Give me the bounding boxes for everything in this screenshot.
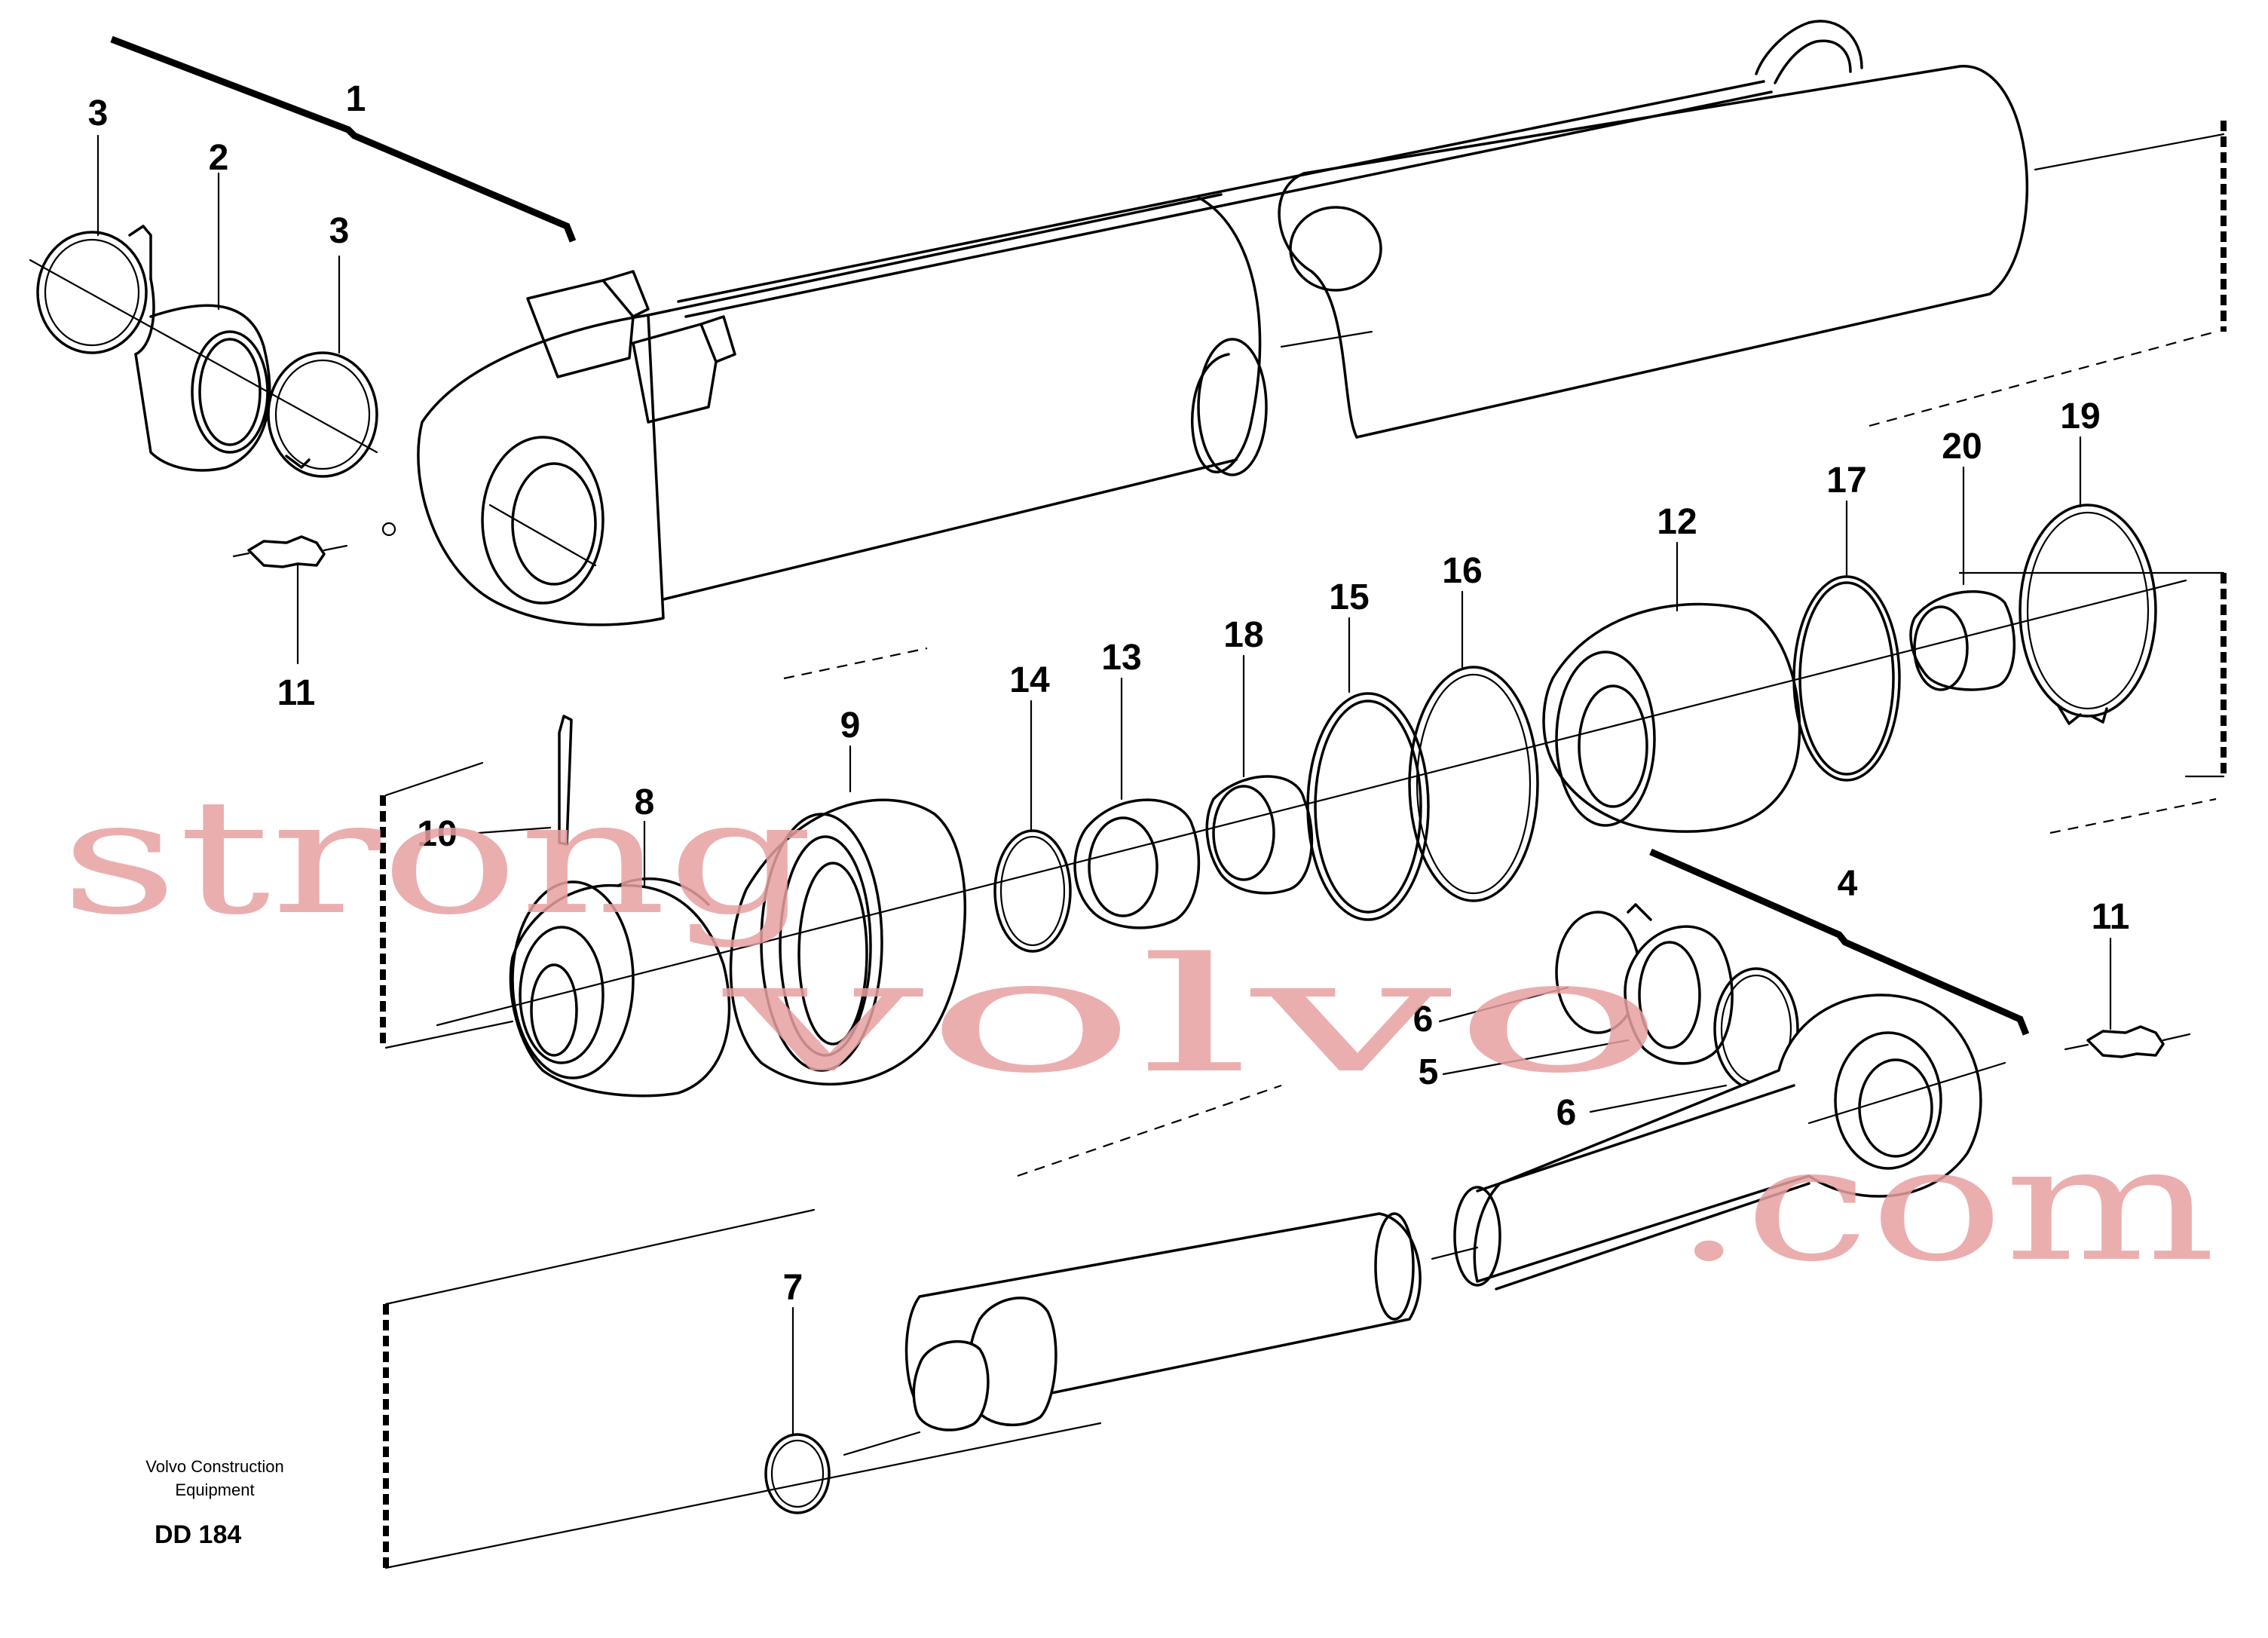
o-ring-7 (764, 1433, 831, 1514)
callout-5: 5 (1419, 1052, 1439, 1092)
piston-nut-8 (509, 883, 731, 1098)
callout-4: 4 (1838, 864, 1858, 904)
circlip-19 (2019, 504, 2157, 718)
watermark-part-2: volvo (722, 923, 1666, 1108)
leader-lines (96, 134, 2112, 1435)
watermark-part-1: strong (60, 765, 814, 950)
ring-14 (993, 829, 1072, 953)
callout-3b: 3 (329, 211, 350, 251)
callout-15: 15 (1329, 577, 1369, 617)
grease-nipple-right (2064, 1025, 2191, 1058)
circlip-3a (36, 231, 148, 354)
callout-9: 9 (840, 706, 861, 746)
callout-14: 14 (1009, 660, 1050, 700)
wiper-20 (1909, 590, 2016, 691)
callout-6b: 6 (1556, 1093, 1577, 1133)
callout-3a: 3 (88, 93, 109, 133)
grease-nipple-left (232, 535, 348, 568)
callout-13: 13 (1101, 638, 1141, 678)
callout-7: 7 (783, 1268, 803, 1308)
callout-19: 19 (2060, 396, 2100, 436)
callout-8: 8 (635, 782, 655, 822)
group-brackets (110, 35, 2030, 1036)
bushing-set-left (29, 225, 378, 478)
section-frames (380, 121, 2227, 1569)
o-ring-17 (1792, 575, 1901, 782)
callout-1: 1 (346, 79, 366, 119)
circlip-3b (267, 351, 378, 478)
bracket-4 (1649, 848, 2030, 1036)
seal-18 (1205, 775, 1314, 895)
callout-10: 10 (417, 814, 457, 854)
o-ring-15 (1306, 692, 1430, 921)
callout-11b: 11 (2092, 897, 2130, 937)
bracket-1 (110, 35, 577, 243)
split-pin-10 (558, 715, 573, 846)
caption-line-1: Volvo Construction (145, 1457, 283, 1476)
caption-block: Volvo Construction Equipment DD 184 (145, 1457, 283, 1549)
drawing-code: DD 184 (155, 1520, 241, 1549)
callout-12: 12 (1657, 502, 1697, 542)
ring-16 (1408, 666, 1539, 902)
callout-2: 2 (209, 138, 229, 178)
piston-rod (764, 1212, 1479, 1514)
watermark: strong volvo .com (60, 765, 2216, 1297)
guide-13 (1073, 798, 1201, 929)
cylinder-head-12 (1542, 602, 1801, 833)
rod-eye-4 (1473, 994, 1982, 1283)
callout-18: 18 (1223, 615, 1263, 655)
cylinder-eye-end (381, 270, 736, 626)
rod-eye-assembly (1453, 903, 2006, 1290)
callout-17: 17 (1826, 461, 1866, 501)
callout-6a: 6 (1413, 1000, 1434, 1039)
callout-numbers: 1 2 3 3 4 5 6 6 7 8 9 10 11 11 12 13 14 … (88, 79, 2130, 1308)
watermark-part-3: .com (1673, 1112, 2216, 1297)
callout-16: 16 (1442, 551, 1482, 591)
caption-line-2: Equipment (175, 1480, 254, 1499)
piston-parts (436, 504, 2187, 1098)
bushing-5 (1624, 925, 1734, 1065)
cylinder-tube (647, 20, 2225, 605)
callout-20: 20 (1942, 427, 1982, 467)
callout-11a: 11 (277, 673, 316, 713)
